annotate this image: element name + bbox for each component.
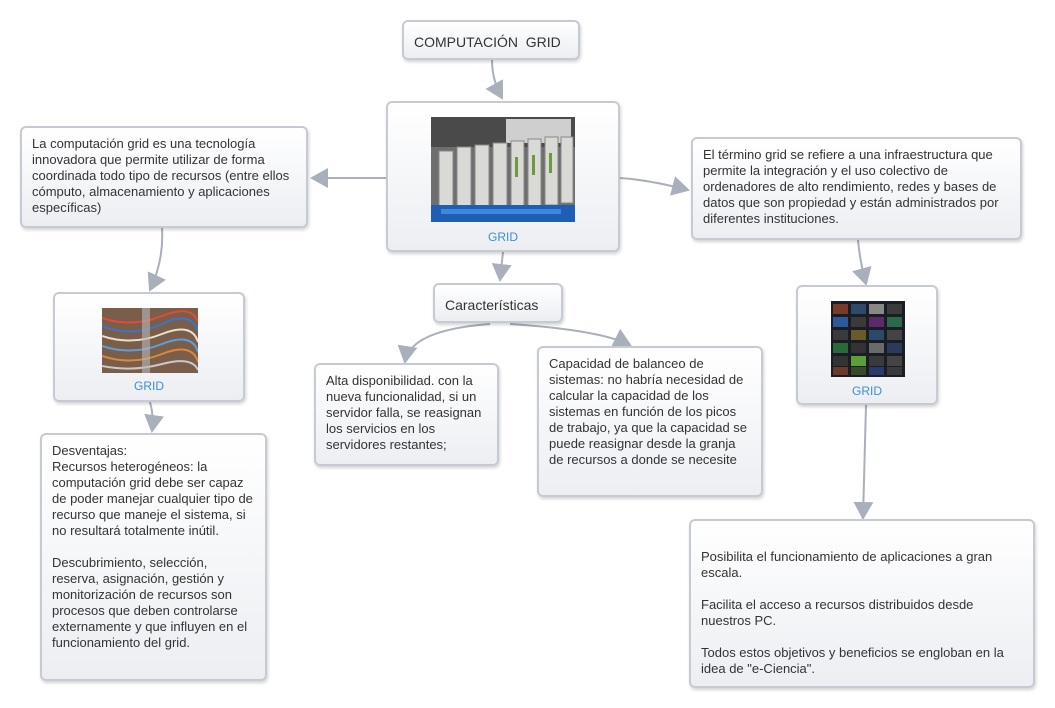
beneficios-node[interactable]: Posibilita el funcionamiento de aplicaci…: [689, 519, 1035, 688]
right-definition-text: El término grid se refiere a una infraes…: [703, 147, 999, 226]
right-grid-caption[interactable]: GRID: [852, 384, 882, 398]
left-grid-caption[interactable]: GRID: [134, 379, 164, 393]
balanceo-node[interactable]: Capacidad de balanceo de sistemas: no ha…: [537, 346, 763, 497]
connector-caract-balanceo: [509, 323, 632, 347]
connector-rightimg-beneficios: [853, 404, 874, 520]
desventajas-node[interactable]: Desventajas: Recursos heterogéneos: la c…: [40, 433, 267, 681]
right-grid-node[interactable]: GRID: [796, 285, 938, 405]
beneficios-text: Posibilita el funcionamiento de aplicaci…: [701, 549, 1004, 676]
left-definition-node[interactable]: La computación grid es una tecnología in…: [20, 126, 308, 228]
center-grid-caption[interactable]: GRID: [488, 230, 518, 244]
disponibilidad-text: Alta disponibilidad. con la nueva funcio…: [326, 373, 482, 452]
disponibilidad-node[interactable]: Alta disponibilidad. con la nueva funcio…: [314, 363, 499, 466]
connector-leftimg-desventajas: [144, 401, 165, 433]
cables-image: [102, 308, 198, 373]
connector-leftdef-leftimg: [147, 227, 166, 292]
left-grid-node[interactable]: GRID: [53, 292, 245, 402]
connector-root-center: [485, 59, 503, 100]
right-definition-node[interactable]: El término grid se refiere a una infraes…: [691, 137, 1022, 240]
left-definition-text: La computación grid es una tecnología in…: [32, 136, 290, 215]
connector-center-rightdef: [619, 176, 690, 196]
balanceo-text: Capacidad de balanceo de sistemas: no ha…: [549, 356, 748, 467]
desventajas-text: Desventajas: Recursos heterogéneos: la c…: [52, 443, 253, 650]
connector-caract-disponibilidad: [397, 323, 491, 364]
caracteristicas-node[interactable]: Características: [433, 283, 563, 323]
root-node[interactable]: COMPUTACIÓN GRID: [402, 20, 580, 60]
center-grid-node[interactable]: GRID: [386, 101, 620, 252]
connector-rightdef-rightimg: [852, 239, 872, 286]
server-rack-image: [431, 117, 575, 222]
connector-center-caracteristicas: [491, 251, 512, 282]
root-title: COMPUTACIÓN GRID: [414, 34, 561, 50]
dashboard-image: [831, 301, 905, 377]
caracteristicas-label: Características: [445, 297, 539, 313]
